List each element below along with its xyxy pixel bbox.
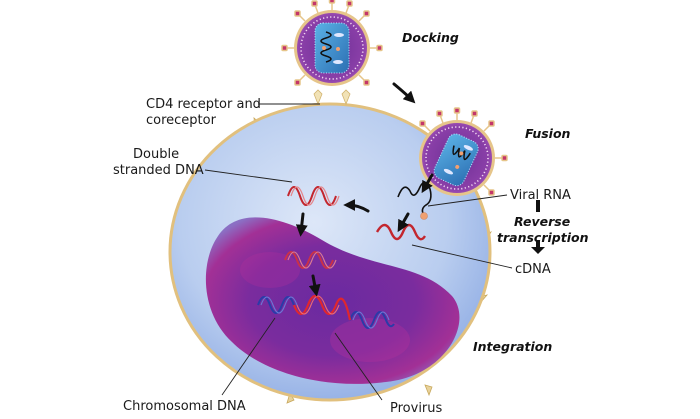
capsid bbox=[314, 22, 350, 74]
step-reverse-line2: transcription bbox=[497, 230, 589, 245]
label-dsdna-line2: stranded DNA bbox=[113, 163, 204, 178]
virus-docking bbox=[281, 0, 383, 86]
virus-spikes bbox=[419, 107, 508, 196]
label-cd4-line1: CD4 receptor and bbox=[146, 97, 261, 112]
step-docking: Docking bbox=[402, 30, 459, 45]
arrow-cdna-to-dsdna bbox=[343, 199, 370, 213]
leader-dsdna bbox=[204, 169, 293, 183]
chromosomal-dna bbox=[257, 296, 395, 329]
virus-fusion bbox=[419, 107, 508, 196]
step-fusion: Fusion bbox=[525, 126, 571, 141]
arrow-dsdna-to-nucleus bbox=[295, 212, 308, 237]
step-reverse-line1: Reverse bbox=[514, 214, 570, 229]
arrow-rna-to-cdna bbox=[397, 212, 410, 233]
dna-in-nucleus bbox=[284, 251, 337, 269]
label-provirus: Provirus bbox=[390, 401, 443, 416]
label-chromosomal-dna: Chromosomal DNA bbox=[123, 399, 246, 414]
arrow-docking-to-fusion bbox=[392, 82, 416, 104]
process-arrows bbox=[295, 82, 545, 297]
arrow-fusion-to-rna bbox=[421, 173, 434, 194]
reverse-transcriptase bbox=[420, 212, 428, 220]
label-cd4-line2: coreceptor bbox=[146, 113, 217, 128]
arrow-to-integration bbox=[308, 274, 321, 297]
nucleus-highlight bbox=[240, 252, 300, 288]
cd4-receptor bbox=[313, 89, 351, 106]
leader-lines bbox=[204, 103, 513, 401]
leader-chromosomal-dna bbox=[221, 317, 276, 396]
label-viral-rna: Viral RNA bbox=[510, 188, 571, 203]
nucleus bbox=[205, 217, 460, 384]
leader-provirus bbox=[334, 332, 383, 401]
leader-viral-rna bbox=[427, 194, 508, 207]
label-dsdna-line1: Double bbox=[133, 147, 179, 162]
rt-arrow-shaft-top bbox=[536, 200, 540, 212]
step-integration: Integration bbox=[473, 339, 552, 354]
virus-spikes bbox=[281, 0, 383, 86]
double-stranded-dna bbox=[287, 186, 340, 206]
nucleus-highlight bbox=[330, 318, 410, 362]
rt-arrow-shaft-bottom bbox=[536, 240, 540, 248]
label-cdna: cDNA bbox=[515, 262, 551, 277]
rt-arrow-head bbox=[531, 247, 545, 254]
viral-rna-genome bbox=[320, 31, 332, 63]
leader-cdna bbox=[411, 244, 513, 269]
